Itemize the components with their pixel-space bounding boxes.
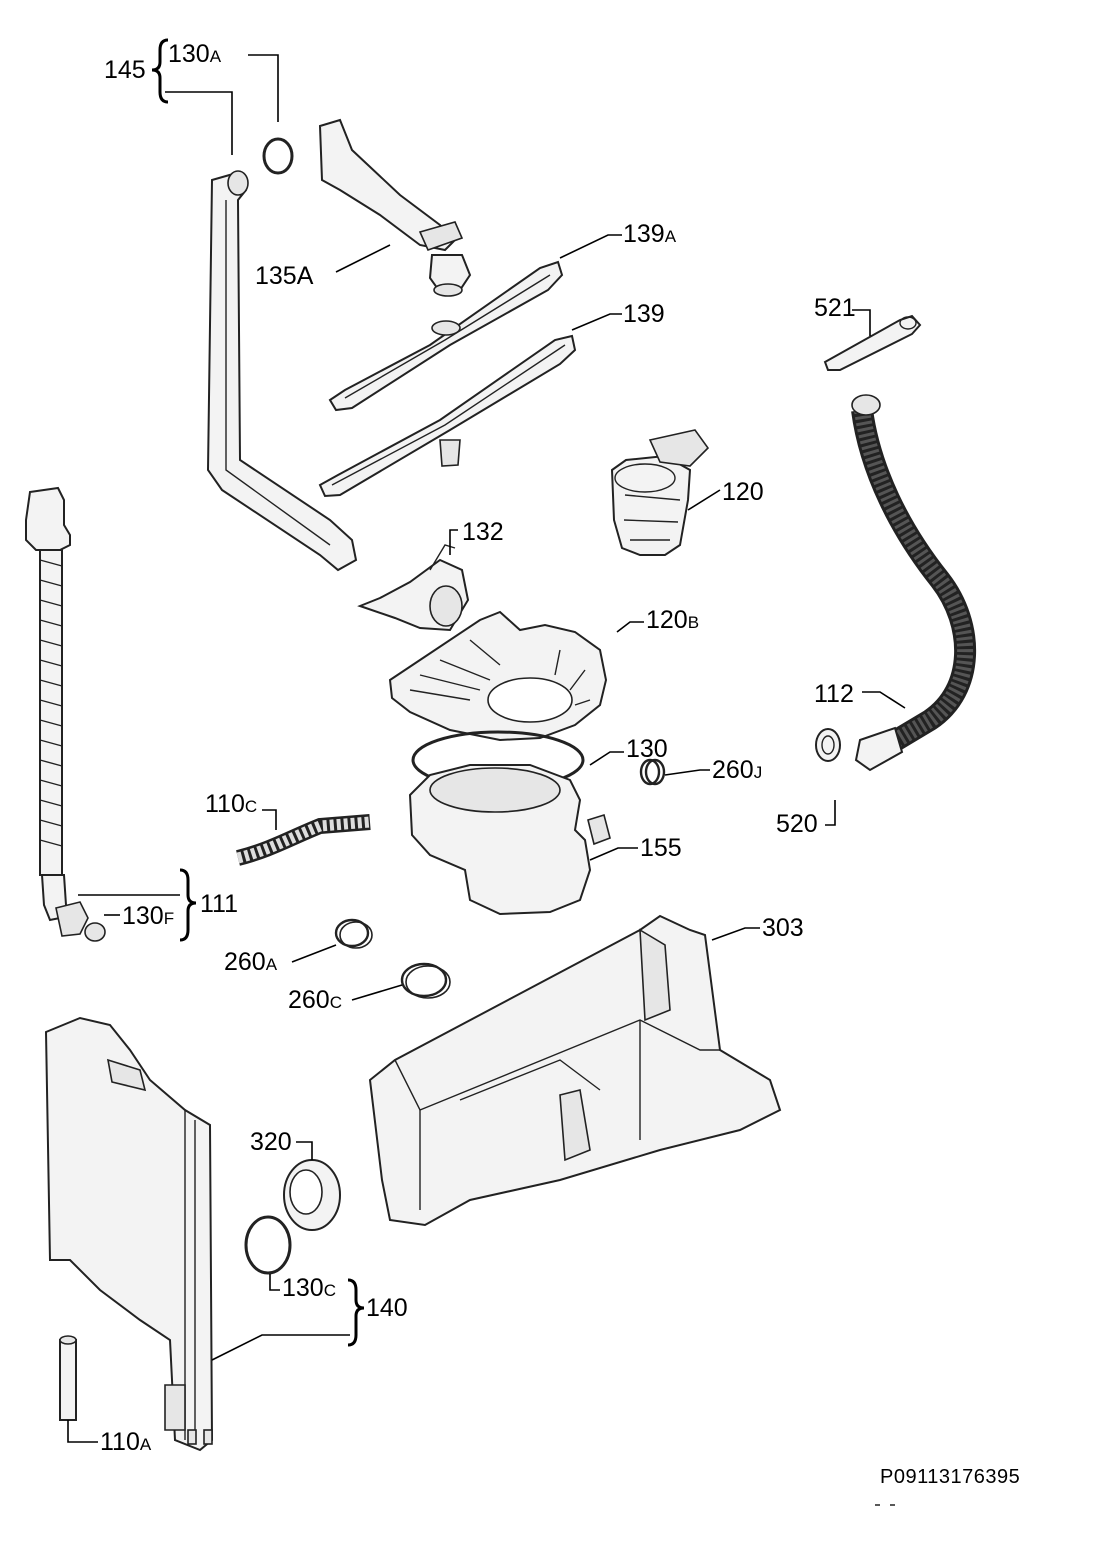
callout-139a-num: 139 (623, 220, 665, 248)
sump-155-part (408, 764, 611, 916)
clamp-260c-part (400, 962, 451, 999)
callout-130: 130 (626, 735, 668, 763)
callout-260j-num: 260 (712, 756, 754, 784)
o-ring-130a-part (262, 137, 294, 175)
callout-139a: 139A (623, 222, 676, 249)
callout-320: 320 (250, 1128, 292, 1156)
inlet-hose-part (25, 486, 106, 942)
callout-132: 132 (462, 518, 504, 546)
clip-521-part (823, 314, 922, 371)
callout-260a-num: 260 (224, 948, 266, 976)
callout-130c-suffix: C (323, 1281, 336, 1300)
callout-130f-num: 130 (122, 902, 164, 930)
callout-120: 120 (722, 478, 764, 506)
callout-260j: 260J (712, 758, 762, 785)
seal-320-part (283, 1159, 341, 1231)
callout-110a-suffix: A (139, 1435, 152, 1454)
callout-139a-suffix: A (664, 227, 677, 246)
callout-130c-num: 130 (282, 1274, 324, 1302)
callout-135a: 135A (255, 262, 314, 290)
callout-130a-suffix: A (209, 47, 222, 66)
upper-spray-arm-part (328, 260, 564, 412)
callout-260c: 260C (288, 988, 342, 1015)
callout-130f: 130F (122, 904, 174, 931)
callout-140: 140 (366, 1294, 408, 1322)
filter-plate-120b-part (388, 610, 608, 742)
filter-120-part (610, 429, 710, 556)
callout-260c-num: 260 (288, 986, 330, 1014)
leader-lines (67, 38, 906, 1443)
callout-260a-suffix: A (265, 955, 278, 974)
callout-303: 303 (762, 914, 804, 942)
callout-110a: 110A (100, 1430, 151, 1457)
callout-145: 145 (104, 56, 146, 84)
callout-110c-num: 110 (205, 790, 245, 818)
side-tank-140-part (44, 1016, 214, 1452)
drain-hose-part (851, 394, 976, 772)
callout-260a: 260A (224, 950, 277, 977)
lower-spray-arm-part (318, 334, 577, 498)
callout-139: 139 (623, 300, 665, 328)
document-id: P09113176395 (880, 1466, 1021, 1488)
callout-112: 112 (814, 680, 854, 708)
hose-clamp-520-part (815, 728, 841, 762)
callout-521: 521 (814, 294, 856, 322)
spray-arm-bracket-part (318, 118, 472, 297)
hose-110c-part (235, 814, 371, 866)
callout-130f-suffix: F (163, 909, 175, 928)
tube-110a-part (59, 1335, 77, 1421)
base-303-part (368, 914, 782, 1227)
valve-132-part (357, 544, 470, 632)
callout-120b-num: 120 (646, 606, 688, 634)
supply-pipe-part (206, 170, 358, 572)
callout-520: 520 (776, 810, 818, 838)
callout-111: 111 (200, 890, 239, 918)
callout-120b-suffix: B (687, 613, 700, 632)
callout-130a-num: 130 (168, 40, 210, 68)
clamp-260j-part (639, 758, 666, 786)
callout-120b: 120B (646, 608, 699, 635)
callout-110c-suffix: C (244, 797, 258, 816)
callout-130c: 130C (282, 1276, 336, 1303)
clamp-260a-part (334, 918, 373, 949)
callout-260j-suffix: J (753, 763, 763, 782)
callout-155: 155 (640, 834, 682, 862)
o-ring-130c-part (244, 1215, 292, 1275)
callout-130a: 130A (168, 42, 221, 69)
callout-110a-num: 110 (100, 1428, 140, 1456)
callout-260c-suffix: C (329, 993, 342, 1012)
callout-110c: 110C (205, 792, 257, 819)
